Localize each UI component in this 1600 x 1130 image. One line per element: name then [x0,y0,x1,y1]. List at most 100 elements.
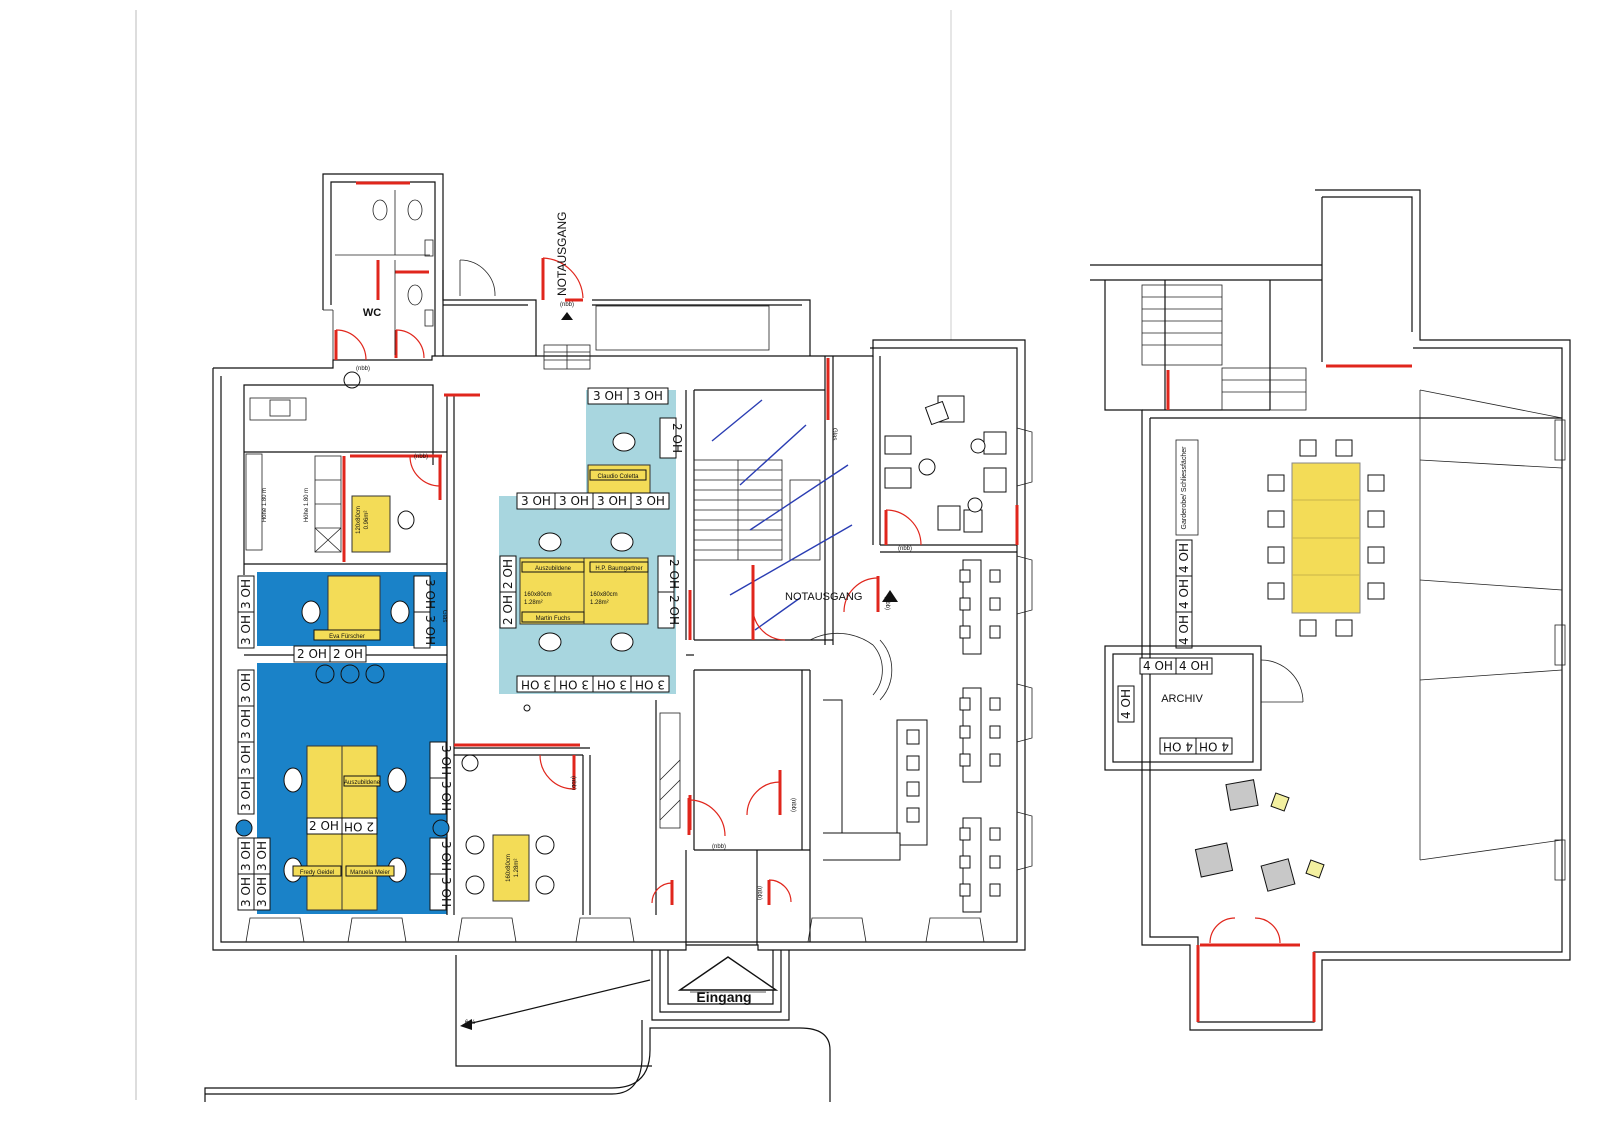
svg-text:4 OH: 4 OH [1179,659,1209,673]
svg-text:3 OH: 3 OH [439,841,453,871]
svg-text:2 OH: 2 OH [333,647,363,661]
svg-text:Auszubildene: Auszubildene [344,780,381,786]
svg-text:3 OH: 3 OH [239,579,253,609]
nbb-markers: (nbb) (nbb) (nbb) (nbb) (nbb) (nbb) (nbb… [356,302,912,900]
wc-label: WC [363,307,381,319]
svg-text:3 OH: 3 OH [439,877,453,907]
conference-table [1267,439,1385,637]
svg-text:2 OH: 2 OH [297,647,327,661]
plant-icons [235,371,479,837]
wc-fixtures [335,190,434,355]
stairs-top [595,305,770,351]
svg-text:1.28m²: 1.28m² [524,600,543,606]
svg-text:Fredy Geidel: Fredy Geidel [300,870,334,876]
cafeteria [823,559,1001,913]
central-stair [693,459,821,561]
svg-text:3 OH: 3 OH [597,494,627,508]
wardrobe-label: Garderobe/ Schliessfächer [1181,446,1188,530]
svg-text:1.28m²: 1.28m² [590,600,609,606]
slope-label: 6 % [465,1020,476,1026]
windows-bottom [245,917,985,943]
svg-text:0.96m²: 0.96m² [364,511,370,530]
svg-text:2 OH: 2 OH [667,595,681,625]
svg-text:160x80cm: 160x80cm [590,592,618,598]
desk-labels: Claudio Coletta Auszubildene H.P. Baumga… [292,469,649,882]
svg-text:3 OH: 3 OH [423,615,437,645]
height-label-2: Höhe 1.80 m [304,488,310,522]
emergency-exit-mid-label: NOTAUSGANG [785,591,862,603]
svg-text:Eva Fürscher: Eva Fürscher [329,634,365,640]
svg-text:(nbb): (nbb) [884,596,890,610]
svg-text:3 OH: 3 OH [521,494,551,508]
svg-text:(nbb): (nbb) [570,776,576,790]
svg-text:3 OH: 3 OH [635,494,665,508]
shelf-labels-main: 3 OH 3 OH 2 OH 3 OH 3 OH 3 OH 3 OH 2 OH … [237,387,684,911]
svg-text:160x80cm: 160x80cm [506,854,512,882]
svg-text:3 OH: 3 OH [593,389,623,403]
svg-text:(nbb): (nbb) [414,454,428,460]
svg-text:H.P. Baumgartner: H.P. Baumgartner [595,566,642,572]
svg-text:3 OH: 3 OH [597,678,627,692]
glass-label-top: Glas [831,428,837,440]
svg-text:120x80cm: 120x80cm [356,506,362,534]
svg-text:(nbb): (nbb) [712,844,726,850]
svg-text:3 OH: 3 OH [255,877,269,907]
svg-text:2 OH: 2 OH [670,423,684,453]
lounge-chairs [884,395,1007,533]
svg-text:4 OH: 4 OH [1177,615,1191,645]
glass-label-left: Glas [441,610,447,622]
svg-text:Manuela Meier: Manuela Meier [350,870,390,876]
svg-text:Auszubildene: Auszubildene [535,566,572,572]
svg-text:2 OH: 2 OH [309,819,339,833]
svg-text:3 OH: 3 OH [633,389,663,403]
svg-text:Claudio Coletta: Claudio Coletta [597,474,639,480]
emergency-exit-top-label: NOTAUSGANG [555,212,569,296]
svg-text:4 OH: 4 OH [1177,543,1191,573]
svg-text:3 OH: 3 OH [559,678,589,692]
svg-text:3 OH: 3 OH [239,709,253,739]
svg-text:3 OH: 3 OH [239,781,253,811]
lounge-cubes [1194,779,1325,892]
svg-text:3 OH: 3 OH [239,615,253,645]
copier [249,397,307,421]
svg-text:3 OH: 3 OH [239,877,253,907]
escape-lines [711,399,853,631]
main-building [204,173,1033,1102]
fire-doors [334,181,1019,905]
svg-text:3 OH: 3 OH [439,745,453,775]
svg-text:(nbb): (nbb) [356,366,370,372]
svg-text:(nbb): (nbb) [790,798,796,812]
svg-text:3 OH: 3 OH [239,745,253,775]
svg-text:2 OH: 2 OH [501,559,515,589]
desk-small-office [351,495,391,553]
svg-text:3 OH: 3 OH [239,841,253,871]
svg-text:1.28m²: 1.28m² [514,859,520,878]
entrance [204,950,831,1102]
svg-text:4 OH: 4 OH [1199,740,1229,754]
svg-text:4 OH: 4 OH [1163,740,1193,754]
svg-text:3 OH: 3 OH [439,781,453,811]
upper-floor: Garderobe/ Schliessfächer 4 OH 4 OH 4 OH… [1090,189,1571,1031]
svg-text:Martin Fuchs: Martin Fuchs [536,616,571,622]
archiv-label: ARCHIV [1161,693,1203,705]
entrance-label: Eingang [696,989,751,1005]
height-label-1: Höhe 1.80 m [262,488,268,522]
svg-text:(nbb): (nbb) [898,546,912,552]
svg-text:3 OH: 3 OH [559,494,589,508]
svg-text:2 OH: 2 OH [667,559,681,589]
svg-text:(nbb): (nbb) [756,886,762,900]
windows-right [1016,427,1033,871]
exit-stair [543,312,591,370]
svg-text:4 OH: 4 OH [1177,579,1191,609]
svg-text:3 OH: 3 OH [423,579,437,609]
svg-text:2 OH: 2 OH [501,595,515,625]
svg-text:3 OH: 3 OH [239,673,253,703]
svg-text:160x80cm: 160x80cm [524,592,552,598]
svg-text:3 OH: 3 OH [635,678,665,692]
svg-text:3 OH: 3 OH [255,841,269,871]
svg-text:3 OH: 3 OH [521,678,551,692]
svg-text:4 OH: 4 OH [1119,689,1133,719]
shelf-unit [245,453,263,551]
svg-text:2 OH: 2 OH [344,820,374,834]
